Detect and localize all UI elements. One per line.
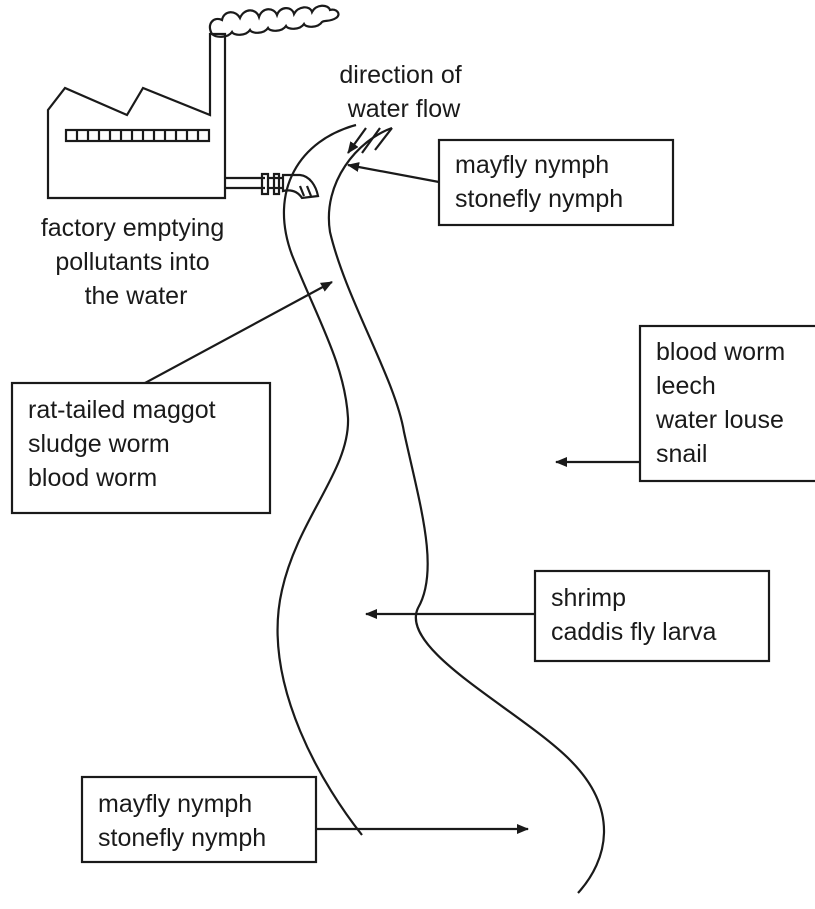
box-left: rat-tailed maggot sludge worm blood worm — [10, 381, 272, 515]
water-flow-arrows-icon — [347, 127, 393, 154]
svg-text:rat-tailed maggot sludge: rat-tailed maggot sludge worm blood worm — [28, 396, 223, 492]
arrow-top-right — [347, 162, 440, 184]
box-top-right: mayfly nymph stonefly nymph — [437, 138, 675, 227]
box-right: blood worm leech water louse snail — [638, 324, 815, 483]
svg-text:blood worm leech w: blood worm leech water louse snail — [655, 338, 792, 468]
river-bank-right — [327, 126, 606, 894]
svg-text:mayfly nymph stonefly ny: mayfly nymph stonefly nymph — [455, 151, 623, 213]
arrow-left — [144, 281, 333, 384]
smoke-icon — [208, 4, 340, 38]
svg-text:mayfly nymph stonefly ny: mayfly nymph stonefly nymph — [98, 790, 266, 852]
flow-direction-label: direction of water flow — [339, 61, 468, 123]
box-bottom-left: mayfly nymph stonefly nymph — [80, 775, 318, 864]
box-middle-right: shrimp caddis fly larva — [533, 569, 771, 663]
factory-windows — [75, 130, 200, 141]
factory-label: factory emptying pollutants into the wat… — [41, 214, 231, 310]
outlet-pipe-icon — [225, 172, 320, 200]
river-bank-left — [276, 123, 363, 836]
factory-icon — [46, 32, 227, 200]
svg-text:shrimp caddis fly larva: shrimp caddis fly larva — [551, 584, 716, 646]
